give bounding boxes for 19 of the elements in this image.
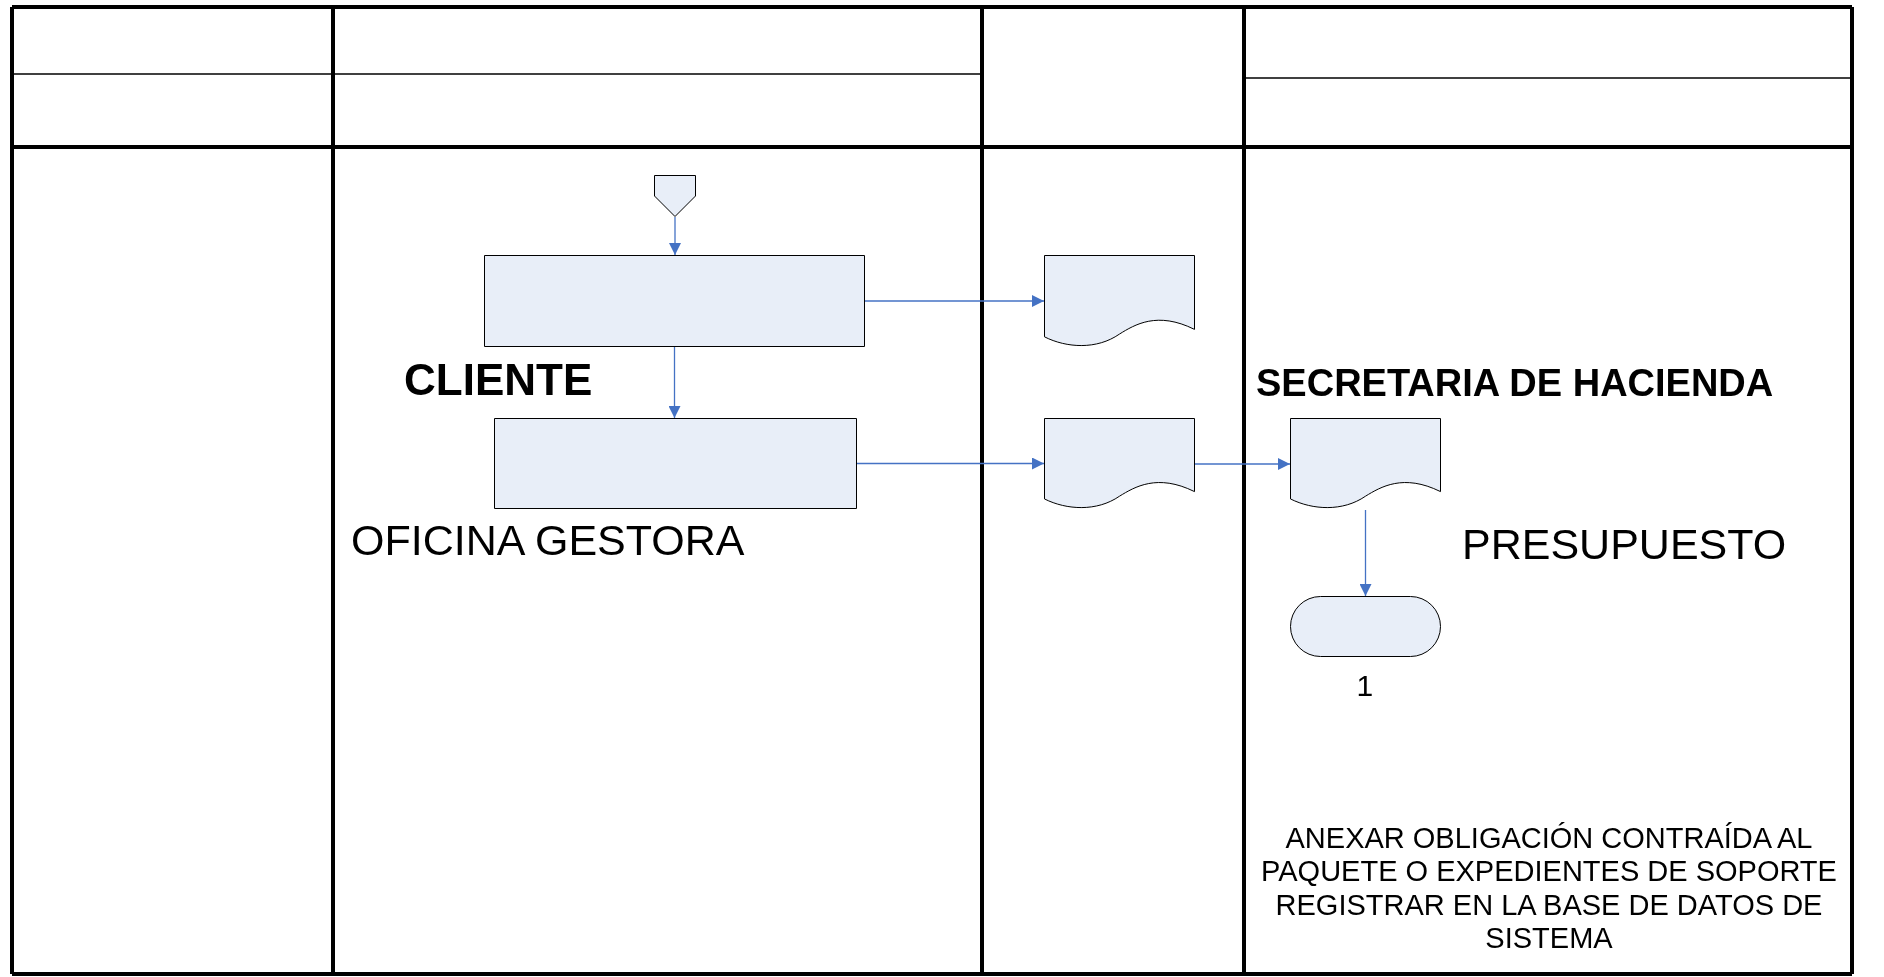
arrow (1359, 509, 1372, 597)
step-description: ANEXAR OBLIGACIÓN CONTRAÍDA AL PAQUETE O EXPEDIENTES DE SOPORTE REGISTRAR EN LA BASE DE DATOS DE SISTEMA (1260, 822, 1838, 956)
connector-number: 1 (1356, 669, 1374, 703)
document-shape (1044, 418, 1195, 510)
document-shape (1290, 418, 1441, 510)
process-box (484, 255, 865, 347)
arrow (1194, 458, 1291, 470)
arrow (668, 346, 681, 419)
process-box (494, 418, 857, 509)
terminator-shape (1290, 596, 1441, 657)
lane-title: CLIENTE (404, 355, 593, 406)
lane-subtitle: OFICINA GESTORA (351, 516, 745, 566)
arrow (856, 457, 1045, 470)
arrow (864, 295, 1045, 307)
lane-subtitle: PRESUPUESTO (1462, 520, 1787, 570)
lane-title: SECRETARIA DE HACIENDA (1256, 362, 1774, 406)
offpage-connector (654, 175, 696, 217)
document-shape (1044, 255, 1195, 348)
arrow (669, 216, 681, 256)
